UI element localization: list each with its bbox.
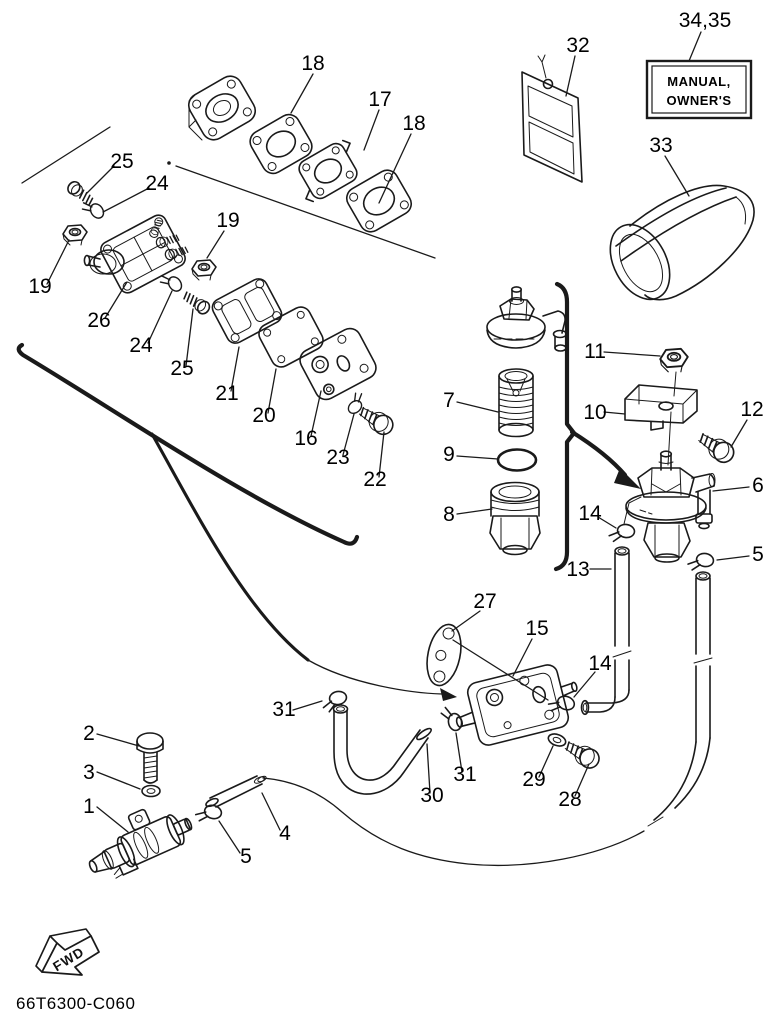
- callout-24-mid: 24: [129, 334, 153, 357]
- gasket-18-top-drawing: [249, 113, 313, 175]
- callout-8: 8: [443, 503, 455, 526]
- callout-27: 27: [473, 590, 496, 613]
- tag-32-drawing: [521, 54, 583, 183]
- manual-box-line1: MANUAL,: [667, 74, 730, 89]
- bolt-2-drawing: [136, 732, 164, 784]
- hose-13-drawing: [580, 546, 632, 716]
- callout-labels: 18 17 18 32 34,35 33 25 24 19 19 26 24 2…: [28, 9, 764, 868]
- bolt-28-drawing: [561, 736, 604, 773]
- gasket-27-drawing: [426, 623, 462, 687]
- callout-17: 17: [368, 88, 391, 111]
- callout-7: 7: [443, 389, 455, 412]
- callout-31-left: 31: [272, 698, 295, 721]
- gasket-27-position-line: [452, 639, 549, 701]
- callout-22: 22: [363, 468, 386, 491]
- callout-9: 9: [443, 443, 455, 466]
- fuel-connector-1-drawing: [88, 808, 193, 879]
- leader-lines: [46, 31, 750, 854]
- callout-19-left: 19: [28, 275, 51, 298]
- fuel-pump-26-drawing: [83, 214, 190, 294]
- washer-3-drawing: [141, 784, 161, 798]
- gasket-18-right-drawing: [345, 169, 413, 233]
- o-ring-9-drawing: [496, 448, 538, 472]
- screw-25-mid-drawing: [180, 288, 213, 317]
- carb-group-bracket: [16, 342, 457, 701]
- bracket-10-drawing: [624, 384, 698, 431]
- group-band-lines: [21, 126, 436, 259]
- callout-19-right: 19: [216, 209, 239, 232]
- arrow-to-pump-head: [440, 688, 457, 701]
- hose-4-drawing: [205, 775, 266, 808]
- owners-manual-box: MANUAL, OWNER'S: [645, 59, 753, 120]
- clip-23-drawing: [342, 389, 370, 417]
- callout-30: 30: [420, 784, 443, 807]
- filter-group-bracket: [553, 281, 641, 572]
- callout-32: 32: [566, 34, 589, 57]
- callout-13: 13: [566, 558, 589, 581]
- callout-5-connector: 5: [240, 845, 252, 868]
- callout-10: 10: [583, 401, 606, 424]
- gasket-17-drawing: [298, 139, 358, 203]
- callout-14-filter: 14: [578, 502, 602, 525]
- clip-14-filter-guide: [623, 496, 642, 525]
- nut-19-right-drawing: [191, 259, 217, 281]
- callout-3: 3: [83, 761, 95, 784]
- callout-16: 16: [294, 427, 317, 450]
- manual-box-line2: OWNER'S: [666, 93, 731, 108]
- pump-cover-16-drawing: [299, 327, 377, 401]
- callout-28: 28: [558, 788, 581, 811]
- fuel-pump-15-drawing: [455, 664, 578, 746]
- callout-29: 29: [522, 768, 545, 791]
- callout-33: 33: [649, 134, 672, 157]
- callout-24-top: 24: [145, 172, 169, 195]
- callout-25-mid: 25: [170, 357, 193, 380]
- fwd-arrow: FWD: [35, 928, 100, 976]
- clip-14-pump-drawing: [546, 690, 578, 718]
- callout-1: 1: [83, 795, 95, 818]
- hose-30-drawing: [332, 704, 432, 795]
- callout-4: 4: [279, 822, 291, 845]
- washer-29-drawing: [545, 730, 569, 750]
- arrow-to-filter-head: [614, 468, 641, 489]
- callout-18-right: 18: [402, 112, 425, 135]
- filter-element-7-drawing: [498, 368, 534, 438]
- callout-31-right: 31: [453, 763, 476, 786]
- callout-14-pump: 14: [588, 652, 612, 675]
- callout-6: 6: [752, 474, 764, 497]
- callout-25-top: 25: [110, 150, 133, 173]
- carburetor-flange-drawing: [187, 75, 257, 141]
- filter-cup-8-drawing: [489, 481, 541, 556]
- clip-5-filter-drawing: [686, 550, 716, 575]
- diaphragm-20-drawing: [258, 306, 324, 368]
- clip-31-right-drawing: [439, 704, 464, 734]
- callout-12: 12: [740, 398, 763, 421]
- fuel-filter-6-drawing: [625, 450, 716, 563]
- nut-11-drawing: [659, 347, 689, 373]
- drawing-code: 66T6300-C060: [16, 994, 135, 1013]
- filter-cap-drawing: [486, 286, 568, 352]
- nut-19-left-drawing: [62, 224, 88, 246]
- duct-33-drawing: [609, 184, 755, 301]
- long-fuel-hose-drawing: [257, 571, 713, 867]
- callout-20: 20: [252, 404, 275, 427]
- callout-5-filter: 5: [752, 543, 764, 566]
- callout-15: 15: [525, 617, 548, 640]
- callout-18-top: 18: [301, 52, 324, 75]
- callout-23: 23: [326, 446, 349, 469]
- callout-34-35: 34,35: [679, 9, 732, 32]
- callout-21: 21: [215, 382, 238, 405]
- gasket-21-drawing: [211, 278, 283, 344]
- callout-26: 26: [87, 309, 110, 332]
- screw-25-top-drawing: [64, 178, 97, 209]
- callout-2: 2: [83, 722, 95, 745]
- bolt-22-drawing: [355, 402, 398, 439]
- callout-11: 11: [584, 340, 606, 363]
